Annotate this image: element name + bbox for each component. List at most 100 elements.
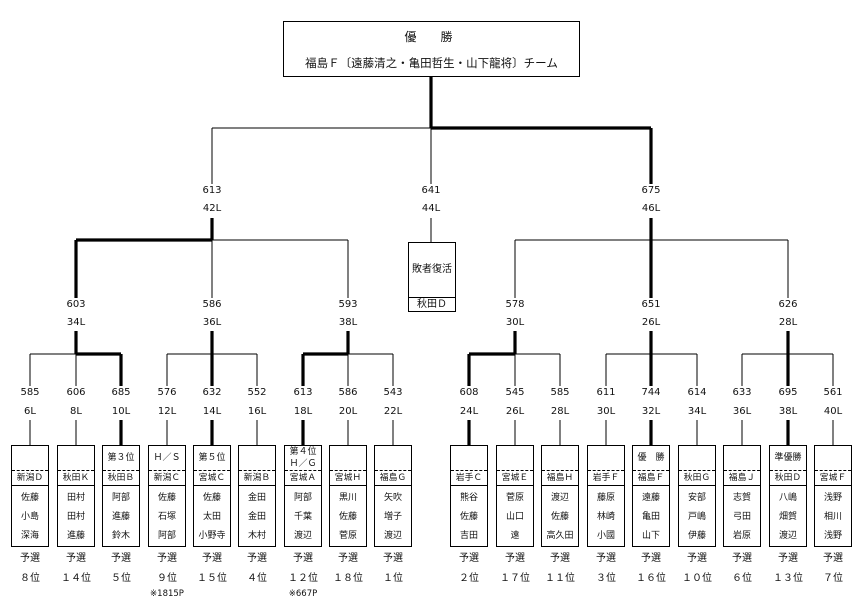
note-right: ※667P (288, 589, 318, 599)
team-members: 矢吹増子渡辺 (375, 489, 411, 546)
team-lanes: 34L (687, 406, 707, 418)
champion-box: 優 勝 福島Ｆ〔遠藤清之・亀田哲生・山下龍将〕チーム (283, 21, 580, 77)
team-qual-label: 予選 (383, 553, 403, 564)
team-members: 熊谷佐藤吉田 (451, 489, 487, 546)
semi-lanes: 30L (505, 317, 525, 329)
team-name: 新潟Ｃ (149, 471, 185, 486)
team-members: 安部戸嶋伊藤 (679, 489, 715, 546)
team-member: 渡辺 (778, 531, 797, 541)
team-members: 佐藤石塚阿部 (149, 489, 185, 546)
team-score: 545 (505, 387, 525, 399)
team-qual-label: 予選 (687, 553, 707, 564)
team-qual-place: １１位 (545, 573, 575, 584)
team-qual-label: 予選 (157, 553, 177, 564)
team-name: 宮城Ｃ (194, 471, 230, 486)
team-member: 遠 (510, 531, 520, 541)
team-members: 菅原山口遠 (497, 489, 533, 546)
team-rank (497, 446, 533, 471)
team-qual-place: １０位 (682, 573, 712, 584)
team-qual-place: １２位 (288, 573, 318, 584)
team-qual-label: 予選 (293, 553, 313, 564)
team-rank: 準優勝 (770, 446, 806, 471)
team-name: 福島Ｊ (724, 471, 760, 486)
team-members: 黒川佐藤菅原 (330, 489, 366, 546)
semi-lanes: 34L (66, 317, 86, 329)
team-member: 林崎 (596, 512, 615, 522)
team-qual-place: ５位 (111, 573, 131, 584)
team-member: 浅野 (823, 531, 842, 541)
team-member: 熊谷 (459, 493, 478, 503)
semi-score: 578 (505, 299, 525, 311)
team-member: 千葉 (293, 512, 312, 522)
team-name: 新潟Ｂ (239, 471, 275, 486)
team-member: 田村 (66, 493, 85, 503)
team-qual-label: 予選 (823, 553, 843, 564)
final-right-lanes: 46L (641, 203, 661, 215)
final-right-score: 675 (641, 185, 661, 197)
team-name: 秋田Ｇ (679, 471, 715, 486)
team-rank (724, 446, 760, 471)
team-member: 鈴木 (111, 531, 130, 541)
team-member: 弓田 (732, 512, 751, 522)
team-lanes: 12L (157, 406, 177, 418)
team-member: 木村 (247, 531, 266, 541)
team-qual-place: ６位 (732, 573, 752, 584)
team-member: 黒川 (338, 493, 357, 503)
team-qual-label: 予選 (505, 553, 525, 564)
team-lanes: 8L (70, 406, 82, 418)
team-score: 552 (247, 387, 267, 399)
team-qual-label: 予選 (732, 553, 752, 564)
team-member: 山下 (641, 531, 660, 541)
team-score: 606 (66, 387, 86, 399)
team-rank (58, 446, 94, 471)
team-qual-label: 予選 (20, 553, 40, 564)
team-rank (451, 446, 487, 471)
team-rank (330, 446, 366, 471)
team-score: 585 (20, 387, 40, 399)
team-rank: 優 勝 (633, 446, 669, 471)
semi-score: 626 (778, 299, 798, 311)
team-lanes: 10L (111, 406, 131, 418)
team-name: 岩手Ｆ (588, 471, 624, 486)
team-rank (588, 446, 624, 471)
team-score: 632 (202, 387, 222, 399)
team-score: 611 (596, 387, 616, 399)
revival-team: 秋田Ｄ (417, 299, 447, 310)
team-member: 矢吹 (383, 493, 402, 503)
team-lanes: 38L (778, 406, 798, 418)
team-members: 田村田村進藤 (58, 489, 94, 546)
team-qual-label: 予選 (247, 553, 267, 564)
team-member: 渡辺 (550, 493, 569, 503)
team-qualifier: 予選 ７位 (823, 549, 843, 589)
team-member: 八嶋 (778, 493, 797, 503)
team-member: 金田 (247, 493, 266, 503)
champion-title: 優 勝 (404, 30, 459, 44)
team-lanes: 22L (383, 406, 403, 418)
team-member: 吉田 (459, 531, 478, 541)
team-members: 金田金田木村 (239, 489, 275, 546)
team-qual-place: １６位 (636, 573, 666, 584)
team-lanes: 24L (459, 406, 479, 418)
team-qual-place: ７位 (823, 573, 843, 584)
team-name: 宮城Ｆ (815, 471, 851, 486)
team-member: 佐藤 (459, 512, 478, 522)
team-rank: 第３位 (103, 446, 139, 471)
team-qual-place: ４位 (247, 573, 267, 584)
team-score: 543 (383, 387, 403, 399)
final-left-lanes: 42L (202, 203, 222, 215)
team-member: 菅原 (338, 531, 357, 541)
team-member: 渡辺 (293, 531, 312, 541)
team-member: 相川 (823, 512, 842, 522)
team-qual-label: 予選 (778, 553, 798, 564)
semi-score: 603 (66, 299, 86, 311)
team-member: 深海 (20, 531, 39, 541)
semi-score: 586 (202, 299, 222, 311)
